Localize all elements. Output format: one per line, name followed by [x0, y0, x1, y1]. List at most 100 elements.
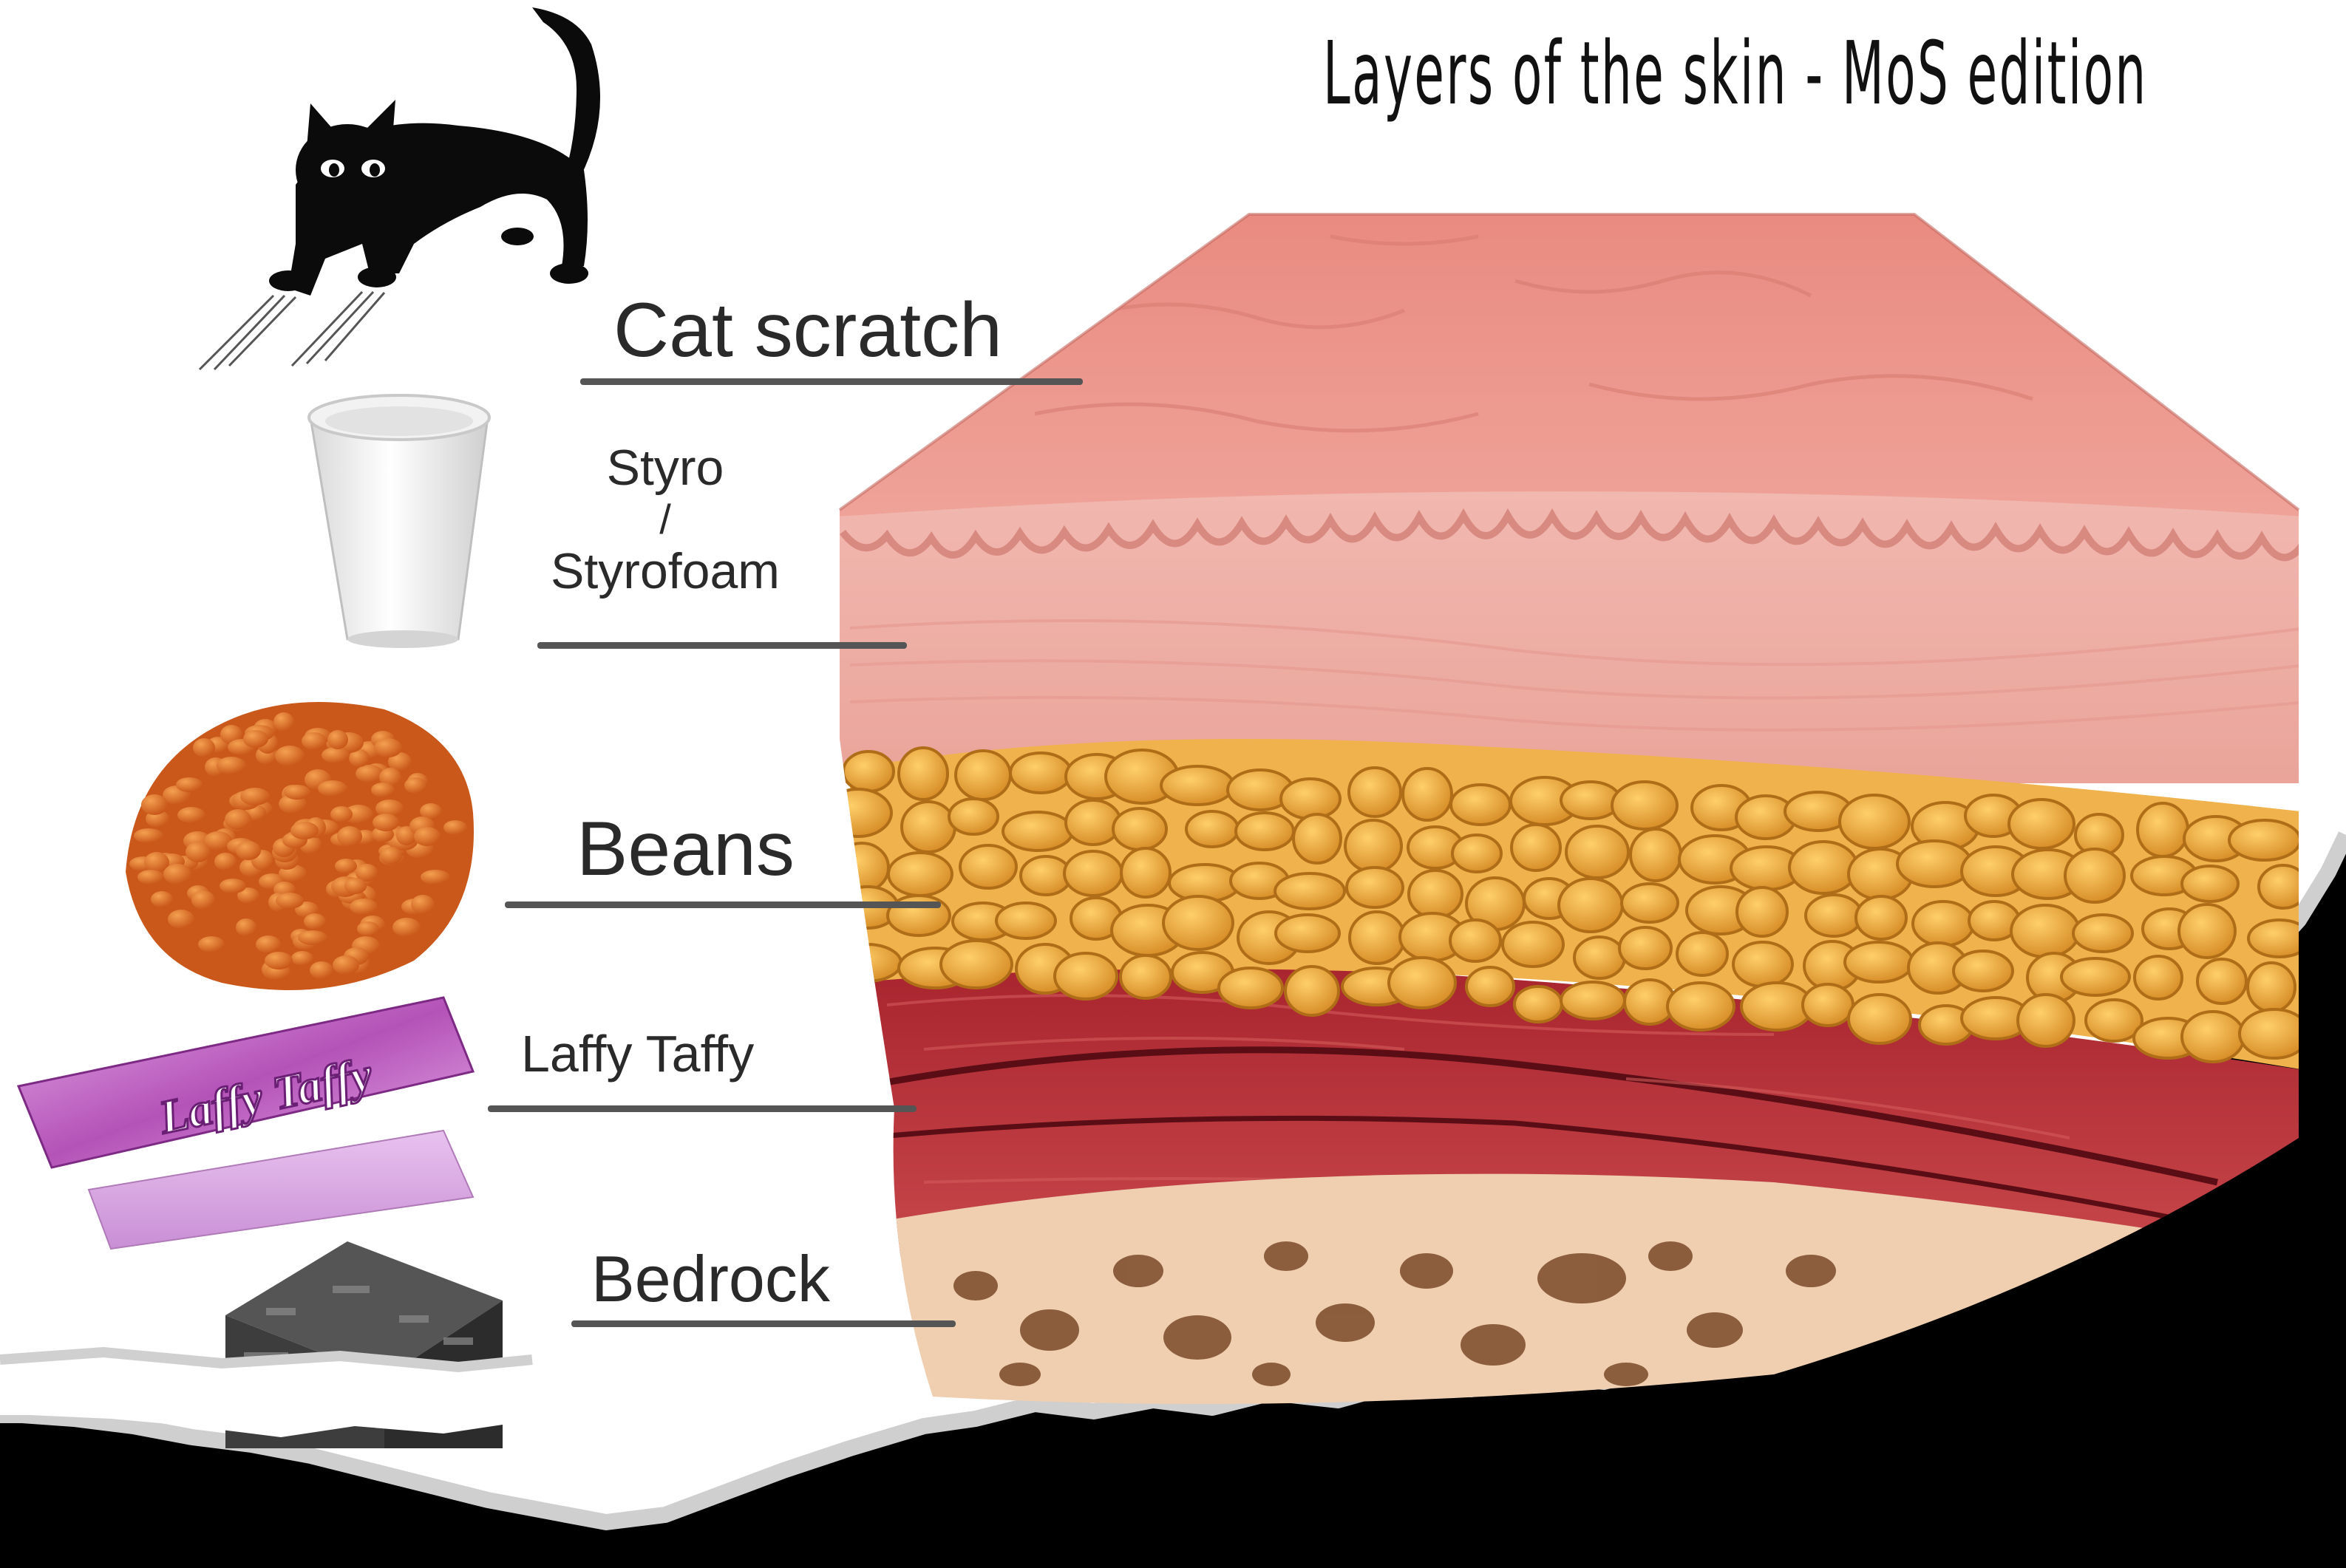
bean	[333, 955, 359, 975]
fat-cell	[1161, 766, 1234, 805]
bean	[275, 746, 305, 766]
fat-cell	[1121, 955, 1171, 998]
fat-cell	[1737, 887, 1787, 936]
bean	[236, 841, 261, 860]
bean	[240, 788, 270, 805]
fat-cell	[949, 799, 998, 834]
fat-cell	[888, 853, 952, 896]
fat-cell	[2182, 1012, 2244, 1062]
fat-cell	[960, 845, 1016, 888]
fat-cell	[1055, 953, 1117, 999]
bean	[380, 847, 402, 865]
bean	[193, 738, 215, 757]
fat-cell	[1285, 967, 1339, 1015]
bean	[225, 809, 251, 830]
fat-cell	[1236, 813, 1293, 850]
bean	[291, 951, 313, 966]
fat-cell	[1066, 800, 1121, 845]
fat-cell	[843, 751, 894, 791]
bean	[335, 859, 357, 873]
fat-cell	[1612, 782, 1677, 829]
bean	[273, 712, 294, 732]
bean	[337, 826, 362, 847]
fat-cell	[899, 748, 948, 800]
fat-cell	[1293, 814, 1341, 863]
fat-cell	[1667, 983, 1734, 1030]
bean	[151, 891, 173, 907]
bean	[327, 730, 348, 749]
bean	[443, 820, 467, 835]
fat-cell	[2182, 866, 2238, 901]
fat-cell	[1954, 951, 2013, 991]
fat-cell	[2135, 956, 2182, 999]
fat-cell	[2248, 963, 2295, 1012]
fat-cell	[1121, 848, 1170, 897]
fat-cell	[941, 941, 1012, 988]
fat-cell	[996, 903, 1055, 938]
fat-cell	[1845, 942, 1913, 982]
bean	[298, 930, 327, 945]
bean	[330, 806, 353, 822]
fat-cell	[1733, 942, 1792, 986]
fat-cell	[902, 802, 955, 852]
label-styro-line1: Styro	[517, 437, 813, 498]
fat-cell	[1466, 967, 1514, 1006]
fat-cell	[1514, 986, 1562, 1022]
fat-cell	[1349, 768, 1401, 817]
bean	[137, 870, 164, 884]
fat-cell	[1350, 912, 1404, 964]
bean	[220, 879, 246, 893]
fat-cell	[1347, 867, 1403, 907]
label-styrofoam: Styro / Styrofoam	[517, 437, 813, 601]
fat-cell	[1450, 920, 1500, 961]
bean	[177, 807, 205, 823]
fat-cell	[956, 751, 1010, 800]
label-styro-line2: /	[517, 498, 813, 541]
fat-cell	[1897, 841, 1971, 887]
fat-cell	[1345, 820, 1401, 872]
bean	[318, 780, 347, 797]
fat-cell	[2138, 803, 2188, 856]
bean	[404, 777, 426, 794]
fat-cell	[1559, 879, 1622, 932]
bean	[176, 777, 203, 792]
bean	[217, 757, 246, 774]
label-bedrock: Bedrock	[591, 1241, 830, 1317]
label-laffy-taffy: Laffy Taffy	[521, 1024, 754, 1083]
bean	[350, 899, 378, 915]
bean	[344, 878, 367, 894]
fat-cell	[1186, 811, 1238, 847]
fat-cell	[2011, 905, 2079, 957]
bean	[134, 828, 163, 843]
fat-cell	[2197, 959, 2246, 1003]
fat-cell	[1566, 826, 1628, 878]
leader-line-laffy-taffy	[488, 1105, 917, 1112]
fat-cell	[1806, 895, 1862, 936]
bean	[243, 730, 268, 748]
bean	[290, 822, 319, 839]
bean	[357, 921, 379, 936]
fat-cell	[1403, 768, 1452, 820]
bean	[214, 853, 237, 870]
fat-cell	[1849, 995, 1911, 1043]
bean	[304, 913, 326, 930]
fat-cell	[1803, 984, 1853, 1026]
bean	[236, 918, 256, 936]
bean	[198, 936, 225, 952]
fat-cell	[1856, 896, 1906, 939]
fat-cell	[2018, 995, 2074, 1046]
bean	[392, 918, 421, 937]
fat-cell	[1409, 870, 1462, 918]
fat-cell	[1574, 937, 1625, 978]
fat-cell	[1276, 915, 1339, 952]
fat-cell	[1451, 785, 1510, 825]
fat-cell	[1913, 901, 1973, 946]
skin-cross-section	[825, 207, 2313, 1478]
bean	[373, 814, 399, 831]
bean	[421, 870, 450, 884]
bean	[302, 732, 327, 750]
fat-cell	[1561, 982, 1625, 1019]
label-beans: Beans	[577, 805, 795, 893]
